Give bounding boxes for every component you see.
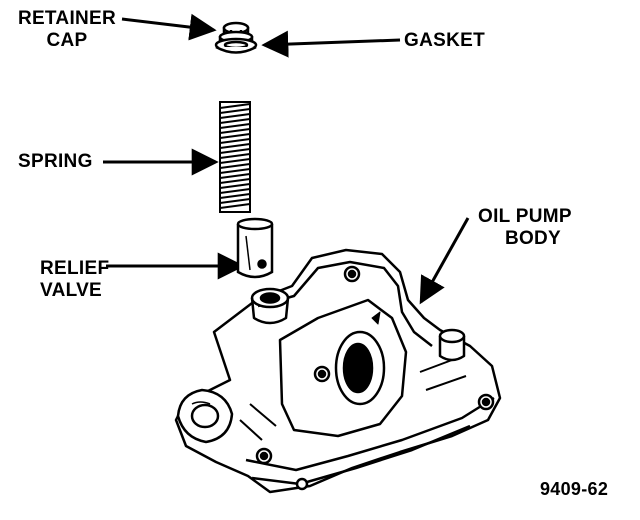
spring-coil	[219, 103, 251, 109]
spring-coil	[219, 183, 251, 189]
gasket-arrow	[261, 30, 401, 58]
spring-coil	[219, 198, 251, 204]
oil-pump-body-label: OIL PUMP BODY	[478, 206, 572, 249]
spring-coil	[219, 163, 251, 169]
spring-coil	[219, 188, 251, 194]
spring-coil	[219, 203, 251, 209]
relief-valve-label: RELIEF VALVE	[40, 258, 110, 301]
figure-number: 9409-62	[540, 479, 609, 499]
spring-coil	[219, 158, 251, 164]
spring-coil	[219, 153, 251, 159]
spring	[219, 101, 251, 213]
oil-pump-body	[174, 248, 502, 494]
spring-coil	[219, 113, 251, 119]
spring-coil	[219, 143, 251, 149]
spring-coil	[219, 178, 251, 184]
oil-pump-body-arrow	[419, 217, 470, 305]
spring-coil	[219, 138, 251, 144]
spring-coil	[219, 193, 251, 199]
spring-label: SPRING	[18, 151, 93, 172]
spring-coil	[219, 168, 251, 174]
spring-coil	[219, 123, 251, 129]
relief-valve	[236, 217, 274, 279]
spring-coil	[219, 108, 251, 114]
spring-coil	[219, 128, 251, 134]
leader-arrows	[103, 13, 470, 305]
gasket	[214, 37, 258, 54]
spring-coil	[219, 173, 251, 179]
spring-coil	[219, 118, 251, 124]
retainer-cap-arrow	[121, 13, 217, 41]
gasket-label: GASKET	[404, 30, 485, 51]
spring-coil	[219, 148, 251, 154]
retainer-cap-label: RETAINER CAP	[17, 8, 117, 51]
spring-coil	[219, 133, 251, 139]
